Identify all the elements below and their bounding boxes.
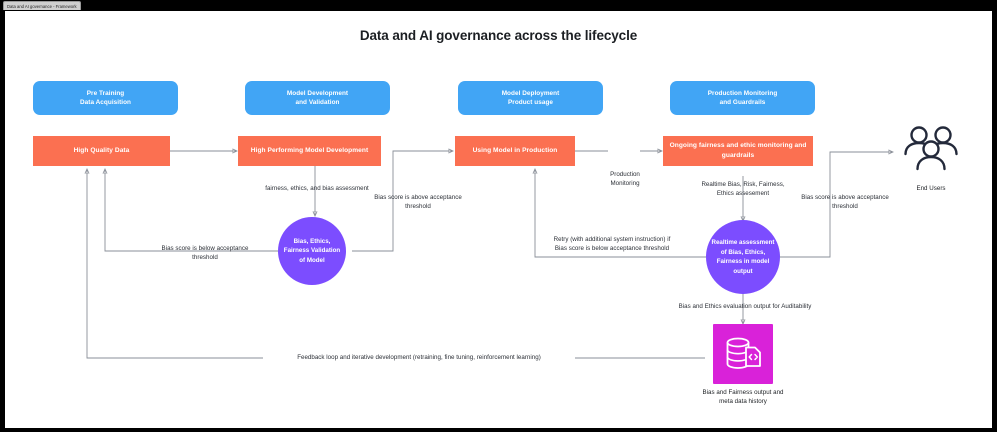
phase-model-deployment[interactable]: Model Deployment Product usage [458,81,603,115]
phase-production-monitoring[interactable]: Production Monitoring and Guardrails [670,81,815,115]
stage-using-model-in-production[interactable]: Using Model in Production [455,136,575,166]
phase-model-development-line2: and Validation [295,99,340,106]
edge-validation-retrain [105,169,278,252]
phase-model-development[interactable]: Model Development and Validation [245,81,390,115]
stage-ongoing-fairness-monitoring[interactable]: Ongoing fairness and ethic monitoring an… [663,136,813,166]
database-code-icon [726,337,761,369]
stage-ongoing-fairness-monitoring-label: Ongoing fairness and ethic monitoring an… [669,142,807,159]
phase-pre-training[interactable]: Pre Training Data Acquisition [33,81,178,115]
diagram-canvas: Data and AI governance across the lifecy… [5,11,992,428]
edge-feedback-b [87,169,263,359]
stage-high-quality-data-label: High Quality Data [73,147,130,154]
edge-label-feedback-loop: Feedback loop and iterative development … [297,354,541,361]
edge-label-fairness-assessment: fairness, ethics, and bias assessment [265,185,369,192]
datastore-caption: Bias and Fairness output and meta data h… [702,389,784,406]
edge-label-production-monitoring: Production Monitoring [610,171,640,188]
edge-label-bias-above-right: Bias score is above acceptance threshold [801,194,889,211]
validator-realtime-assessment-label: Realtime assessment of Bias, Ethics, Fai… [711,239,775,275]
phase-model-development-line1: Model Development [286,89,349,97]
phase-pre-training-line2: Data Acquisition [80,99,131,106]
edge-label-bias-above-left: Bias score is above acceptance threshold [374,194,462,211]
edge-label-retry: Retry (with additional system instructio… [553,236,671,253]
browser-tab[interactable]: Data and AI governance - Framework [3,1,81,10]
end-users-group[interactable] [898,124,964,176]
validator-bias-ethics-fairness-validation-label: Bias, Ethics, Fairness Validation of Mod… [283,237,341,264]
diagram-title: Data and AI governance across the lifecy… [359,28,638,43]
validator-realtime-assessment[interactable]: Realtime assessment of Bias, Ethics, Fai… [706,220,780,294]
stage-high-performing-model-development[interactable]: High Performing Model Development [238,136,381,166]
phase-model-deployment-line2: Product usage [507,99,554,106]
connector-layer [5,11,992,359]
validator-bias-ethics-fairness-validation[interactable]: Bias, Ethics, Fairness Validation of Mod… [278,217,346,285]
phase-production-monitoring-line2: and Guardrails [719,99,766,106]
stage-high-performing-model-development-label: High Performing Model Development [250,147,369,154]
end-users-label: End Users [916,185,946,192]
edge-label-bias-below-left: Bias score is below acceptance threshold [161,245,249,262]
edge-label-auditability: Bias and Ethics evaluation output for Au… [678,303,812,310]
users-group-icon [904,126,958,171]
edge-label-realtime-assessment: Realtime Bias, Risk, Fairness, Ethics as… [701,181,785,198]
datastore-bias-fairness[interactable] [713,324,773,384]
stage-using-model-in-production-label: Using Model in Production [472,147,558,154]
browser-chrome: Data and AI governance - Framework [0,0,997,11]
phase-pre-training-line1: Pre Training [86,89,125,97]
phase-production-monitoring-line1: Production Monitoring [707,89,778,97]
phase-model-deployment-line1: Model Deployment [501,89,560,97]
stage-high-quality-data[interactable]: High Quality Data [33,136,170,166]
browser-tab-title: Data and AI governance - Framework [7,3,77,9]
